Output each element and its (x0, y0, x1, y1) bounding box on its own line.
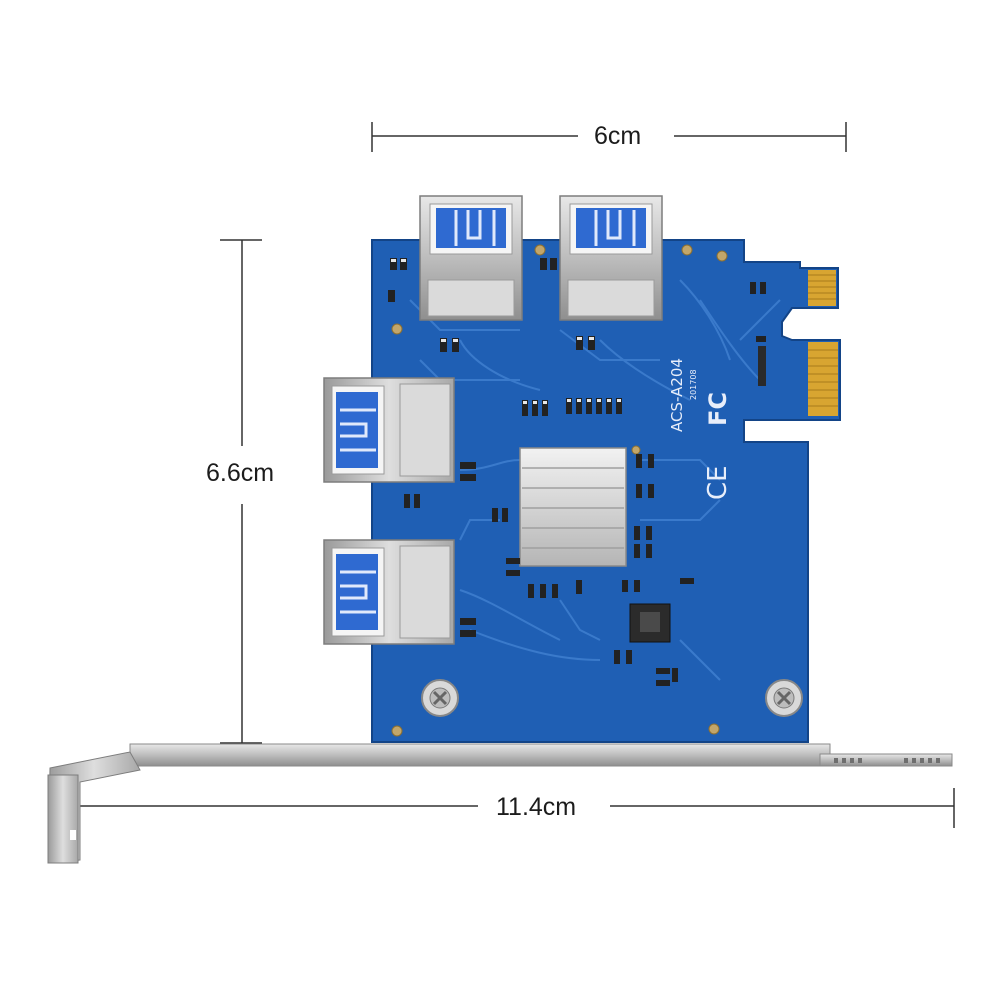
dimension-width-top-label: 6cm (588, 121, 648, 151)
usb-port-top-1 (419, 195, 523, 321)
smd-components (388, 258, 766, 686)
screw-left (421, 679, 459, 717)
dimension-height-left-label: 6.6cm (200, 458, 281, 488)
usb-port-left-1 (323, 377, 455, 483)
board-model-label: ACS-A204 (668, 358, 686, 432)
mounting-holes (391, 244, 728, 737)
board-markings: ACS-A204 201708 FC CE (668, 358, 733, 500)
dimension-left (220, 239, 262, 744)
power-inductor (629, 603, 671, 643)
fc-mark: FC (704, 392, 732, 426)
pcie-gold-fingers (808, 270, 838, 416)
dimension-top (371, 122, 847, 152)
usb-port-top-2 (559, 195, 663, 321)
usb-port-left-2 (323, 539, 455, 645)
pcb-board: ACS-A204 201708 FC CE (371, 239, 841, 743)
board-date-code: 201708 (689, 369, 698, 400)
metal-bracket (47, 743, 953, 864)
smd-pads (391, 259, 621, 404)
screw-right (765, 679, 803, 717)
dimension-width-bottom-label: 11.4cm (490, 792, 583, 822)
chipset-heatsink (519, 447, 627, 567)
ce-mark: CE (703, 465, 733, 500)
